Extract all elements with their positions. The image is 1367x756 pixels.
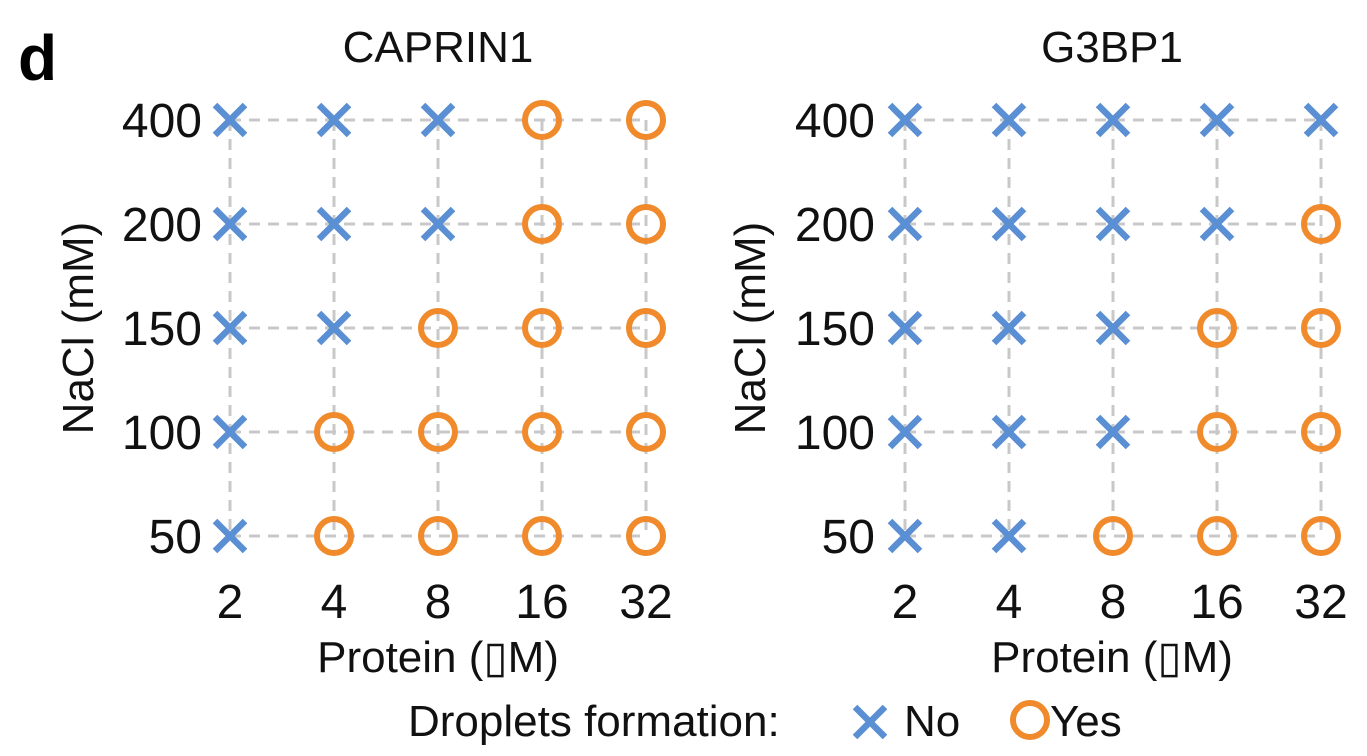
- x-tick-label: 4: [321, 576, 348, 629]
- legend-no-marker: [852, 704, 888, 740]
- point-no: [991, 518, 1027, 554]
- point-yes: [1197, 516, 1237, 556]
- point-no: [887, 310, 923, 346]
- x-tick-label: 32: [1294, 576, 1347, 629]
- point-yes: [418, 516, 458, 556]
- point-no: [316, 102, 352, 138]
- point-yes: [1301, 308, 1341, 348]
- point-no: [212, 310, 248, 346]
- point-yes: [418, 412, 458, 452]
- chart-title: CAPRIN1: [343, 23, 534, 72]
- y-tick-label: 150: [122, 303, 202, 356]
- point-no: [1095, 102, 1131, 138]
- y-tick-label: 400: [122, 95, 202, 148]
- point-no: [887, 206, 923, 242]
- legend-no-icon: [852, 704, 888, 740]
- point-yes: [522, 100, 562, 140]
- point-no: [1303, 102, 1339, 138]
- x-tick-label: 2: [217, 576, 244, 629]
- point-no: [420, 102, 456, 138]
- y-tick-label: 150: [795, 303, 875, 356]
- legend-yes-icon: [1010, 700, 1050, 740]
- x-tick-label: 8: [425, 576, 452, 629]
- legend-yes-label: Yes: [1050, 697, 1122, 746]
- point-yes: [418, 308, 458, 348]
- point-no: [420, 206, 456, 242]
- x-tick-label: 8: [1100, 576, 1127, 629]
- x-tick-label: 16: [515, 576, 568, 629]
- legend: Droplets formation: No Yes: [408, 697, 1122, 746]
- point-no: [887, 102, 923, 138]
- y-tick-label: 200: [122, 199, 202, 252]
- x-tick-label: 4: [996, 576, 1023, 629]
- point-no: [991, 102, 1027, 138]
- point-yes: [314, 516, 354, 556]
- y-tick-label: 100: [795, 407, 875, 460]
- point-no: [991, 206, 1027, 242]
- y-tick-label: 50: [149, 511, 202, 564]
- legend-no-label: No: [904, 697, 960, 746]
- point-no: [991, 310, 1027, 346]
- x-axis-label: Protein (▯M): [317, 633, 559, 682]
- point-no: [1199, 102, 1235, 138]
- point-yes: [1301, 412, 1341, 452]
- point-yes: [626, 516, 666, 556]
- chart-title: G3BP1: [1041, 23, 1183, 72]
- y-tick-label: 400: [795, 95, 875, 148]
- point-yes: [1197, 412, 1237, 452]
- y-axis-label: NaCl (mM): [54, 222, 103, 435]
- point-yes: [626, 308, 666, 348]
- grid: [903, 118, 1323, 538]
- point-no: [1095, 310, 1131, 346]
- point-yes: [522, 516, 562, 556]
- point-yes: [626, 412, 666, 452]
- point-yes: [626, 204, 666, 244]
- point-no: [887, 518, 923, 554]
- y-axis-label: NaCl (mM): [726, 222, 775, 435]
- point-no: [1095, 206, 1131, 242]
- panel-label: d: [18, 22, 57, 94]
- point-yes: [522, 204, 562, 244]
- point-no: [212, 518, 248, 554]
- x-tick-label: 2: [892, 576, 919, 629]
- point-no: [316, 310, 352, 346]
- point-no: [887, 414, 923, 450]
- grid: [228, 118, 648, 538]
- legend-title: Droplets formation:: [408, 697, 780, 746]
- point-no: [212, 102, 248, 138]
- x-tick-label: 32: [619, 576, 672, 629]
- point-yes: [626, 100, 666, 140]
- markers: [212, 100, 666, 556]
- y-tick-label: 100: [122, 407, 202, 460]
- point-yes: [522, 308, 562, 348]
- point-yes: [522, 412, 562, 452]
- legend-yes-marker: [1010, 700, 1050, 740]
- point-no: [1199, 206, 1235, 242]
- x-axis-label: Protein (▯M): [991, 633, 1233, 682]
- y-tick-label: 200: [795, 199, 875, 252]
- point-no: [316, 206, 352, 242]
- y-tick-label: 50: [822, 511, 875, 564]
- point-no: [212, 206, 248, 242]
- point-yes: [314, 412, 354, 452]
- point-no: [212, 414, 248, 450]
- x-tick-label: 16: [1190, 576, 1243, 629]
- point-yes: [1093, 516, 1133, 556]
- point-yes: [1301, 516, 1341, 556]
- point-no: [991, 414, 1027, 450]
- point-yes: [1197, 308, 1237, 348]
- point-yes: [1301, 204, 1341, 244]
- markers: [887, 102, 1341, 556]
- point-no: [1095, 414, 1131, 450]
